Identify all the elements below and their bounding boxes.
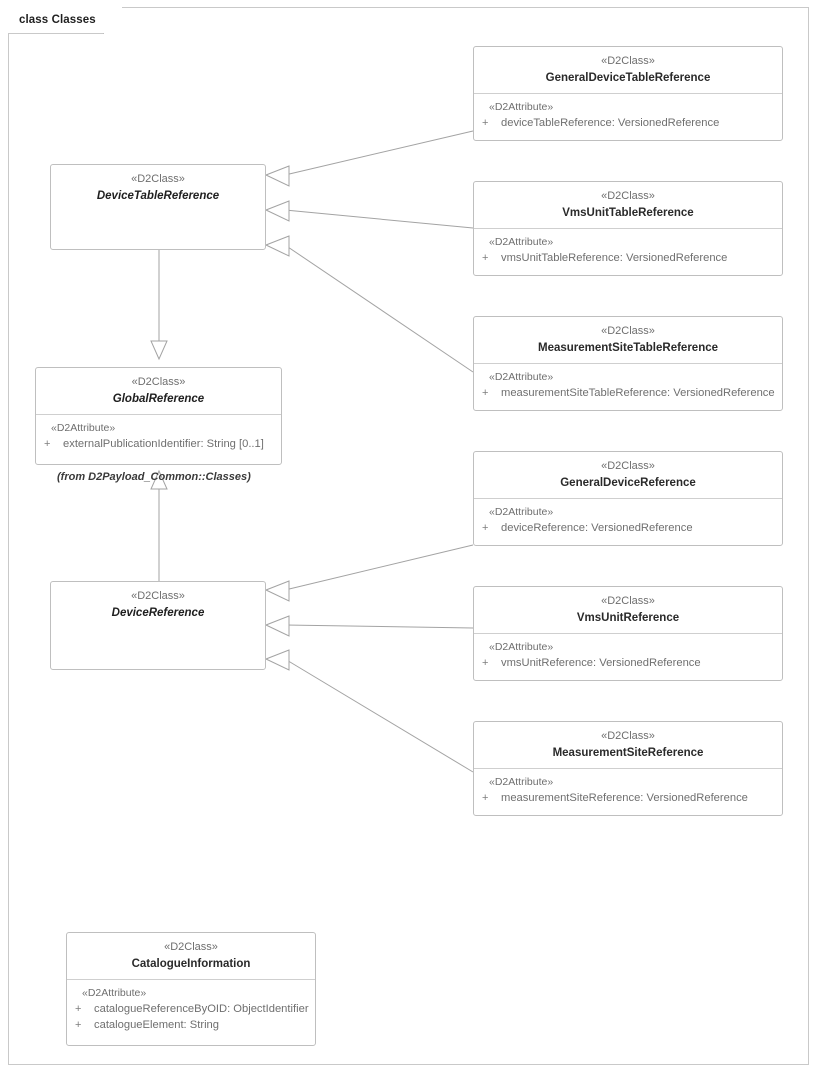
- class-name: VmsUnitReference: [576, 612, 680, 624]
- class-header: «D2Class» GlobalReference: [36, 368, 281, 415]
- class-name: VmsUnitTableReference: [562, 207, 694, 219]
- class-box-device-reference[interactable]: «D2Class» DeviceReference: [50, 581, 266, 670]
- class-box-global-reference[interactable]: «D2Class» GlobalReference «D2Attribute» …: [35, 367, 282, 465]
- attribute-text: catalogueElement: String: [94, 1019, 220, 1031]
- attribute-compartment: «D2Attribute» + measurementSiteReference…: [474, 769, 782, 812]
- attribute-text: vmsUnitReference: VersionedReference: [501, 657, 701, 669]
- class-name: GlobalReference: [112, 393, 205, 405]
- attribute-text: deviceTableReference: VersionedReference: [501, 117, 720, 129]
- attribute-compartment: «D2Attribute» + vmsUnitReference: Versio…: [474, 634, 782, 677]
- class-stereotype: «D2Class»: [601, 325, 655, 337]
- attribute-stereotype: «D2Attribute»: [489, 506, 554, 518]
- class-header: «D2Class» DeviceTableReference: [51, 165, 265, 211]
- attribute-compartment: «D2Attribute» + deviceTableReference: Ve…: [474, 94, 782, 137]
- attribute-visibility: +: [482, 522, 489, 534]
- attribute-text: vmsUnitTableReference: VersionedReferenc…: [501, 252, 728, 264]
- attribute-visibility: +: [482, 252, 489, 264]
- attribute-row: + deviceTableReference: VersionedReferen…: [481, 115, 777, 131]
- attribute-visibility: +: [482, 657, 489, 669]
- attribute-row: + vmsUnitTableReference: VersionedRefere…: [481, 250, 777, 266]
- attribute-row: + catalogueReferenceByOID: ObjectIdentif…: [74, 1001, 310, 1017]
- attribute-row: + measurementSiteTableReference: Version…: [481, 385, 777, 401]
- class-box-vms-unit-reference[interactable]: «D2Class» VmsUnitReference «D2Attribute»…: [473, 586, 783, 681]
- class-box-general-device-reference[interactable]: «D2Class» GeneralDeviceReference «D2Attr…: [473, 451, 783, 546]
- class-stereotype: «D2Class»: [131, 173, 185, 185]
- attribute-row: + deviceReference: VersionedReference: [481, 520, 777, 536]
- attribute-compartment: «D2Attribute» + vmsUnitTableReference: V…: [474, 229, 782, 272]
- frame-tab-label: class Classes: [19, 14, 96, 26]
- class-name: MeasurementSiteTableReference: [537, 342, 719, 354]
- attribute-visibility: +: [482, 117, 489, 129]
- attribute-compartment: «D2Attribute» + externalPublicationIdent…: [36, 415, 281, 458]
- class-stereotype: «D2Class»: [131, 376, 186, 388]
- attribute-compartment: «D2Attribute» + catalogueReferenceByOID:…: [67, 980, 315, 1039]
- class-header: «D2Class» GeneralDeviceReference: [474, 452, 782, 499]
- attribute-row: + catalogueElement: String: [74, 1017, 310, 1033]
- attribute-visibility: +: [75, 1003, 82, 1015]
- class-box-measurement-site-reference[interactable]: «D2Class» MeasurementSiteReference «D2At…: [473, 721, 783, 816]
- attribute-text: catalogueReferenceByOID: ObjectIdentifie…: [94, 1003, 309, 1015]
- attribute-text: externalPublicationIdentifier: String [0…: [63, 438, 264, 450]
- class-box-general-device-table-reference[interactable]: «D2Class» GeneralDeviceTableReference «D…: [473, 46, 783, 141]
- class-name: GeneralDeviceTableReference: [545, 72, 711, 84]
- class-box-vms-unit-table-reference[interactable]: «D2Class» VmsUnitTableReference «D2Attri…: [473, 181, 783, 276]
- attribute-row: + vmsUnitReference: VersionedReference: [481, 655, 777, 671]
- class-box-measurement-site-table-reference[interactable]: «D2Class» MeasurementSiteTableReference …: [473, 316, 783, 411]
- attribute-stereotype: «D2Attribute»: [489, 371, 554, 383]
- class-stereotype: «D2Class»: [164, 941, 218, 953]
- class-stereotype: «D2Class»: [601, 190, 655, 202]
- class-header: «D2Class» DeviceReference: [51, 582, 265, 628]
- class-name: DeviceReference: [111, 607, 205, 619]
- attribute-compartment: «D2Attribute» + deviceReference: Version…: [474, 499, 782, 542]
- class-stereotype: «D2Class»: [131, 590, 185, 602]
- attribute-visibility: +: [482, 792, 489, 804]
- attribute-stereotype: «D2Attribute»: [489, 641, 554, 653]
- attribute-stereotype: «D2Attribute»: [82, 987, 147, 999]
- frame-tab: class Classes: [8, 7, 122, 33]
- package-origin-note: (from D2Payload_Common::Classes): [57, 471, 251, 483]
- class-name: CatalogueInformation: [131, 958, 251, 970]
- class-header: «D2Class» MeasurementSiteReference: [474, 722, 782, 769]
- class-stereotype: «D2Class»: [601, 595, 655, 607]
- class-name: DeviceTableReference: [96, 190, 220, 202]
- attribute-text: measurementSiteTableReference: Versioned…: [501, 387, 775, 399]
- class-header: «D2Class» MeasurementSiteTableReference: [474, 317, 782, 364]
- class-stereotype: «D2Class»: [601, 460, 655, 472]
- class-header: «D2Class» VmsUnitTableReference: [474, 182, 782, 229]
- class-name: MeasurementSiteReference: [552, 747, 704, 759]
- attribute-stereotype: «D2Attribute»: [489, 101, 554, 113]
- attribute-compartment: «D2Attribute» + measurementSiteTableRefe…: [474, 364, 782, 407]
- class-box-catalogue-information[interactable]: «D2Class» CatalogueInformation «D2Attrib…: [66, 932, 316, 1046]
- attribute-visibility: +: [75, 1019, 82, 1031]
- attribute-stereotype: «D2Attribute»: [489, 236, 554, 248]
- class-header: «D2Class» GeneralDeviceTableReference: [474, 47, 782, 94]
- attribute-visibility: +: [44, 438, 51, 450]
- attribute-stereotype: «D2Attribute»: [489, 776, 554, 788]
- class-stereotype: «D2Class»: [601, 730, 655, 742]
- attribute-text: measurementSiteReference: VersionedRefer…: [501, 792, 748, 804]
- attribute-text: deviceReference: VersionedReference: [501, 522, 693, 534]
- attribute-stereotype: «D2Attribute»: [51, 422, 116, 434]
- class-header: «D2Class» VmsUnitReference: [474, 587, 782, 634]
- class-stereotype: «D2Class»: [601, 55, 655, 67]
- attribute-row: + externalPublicationIdentifier: String …: [43, 436, 276, 452]
- class-header: «D2Class» CatalogueInformation: [67, 933, 315, 980]
- attribute-visibility: +: [482, 387, 489, 399]
- class-name: GeneralDeviceReference: [560, 477, 696, 489]
- class-box-device-table-reference[interactable]: «D2Class» DeviceTableReference: [50, 164, 266, 250]
- attribute-row: + measurementSiteReference: VersionedRef…: [481, 790, 777, 806]
